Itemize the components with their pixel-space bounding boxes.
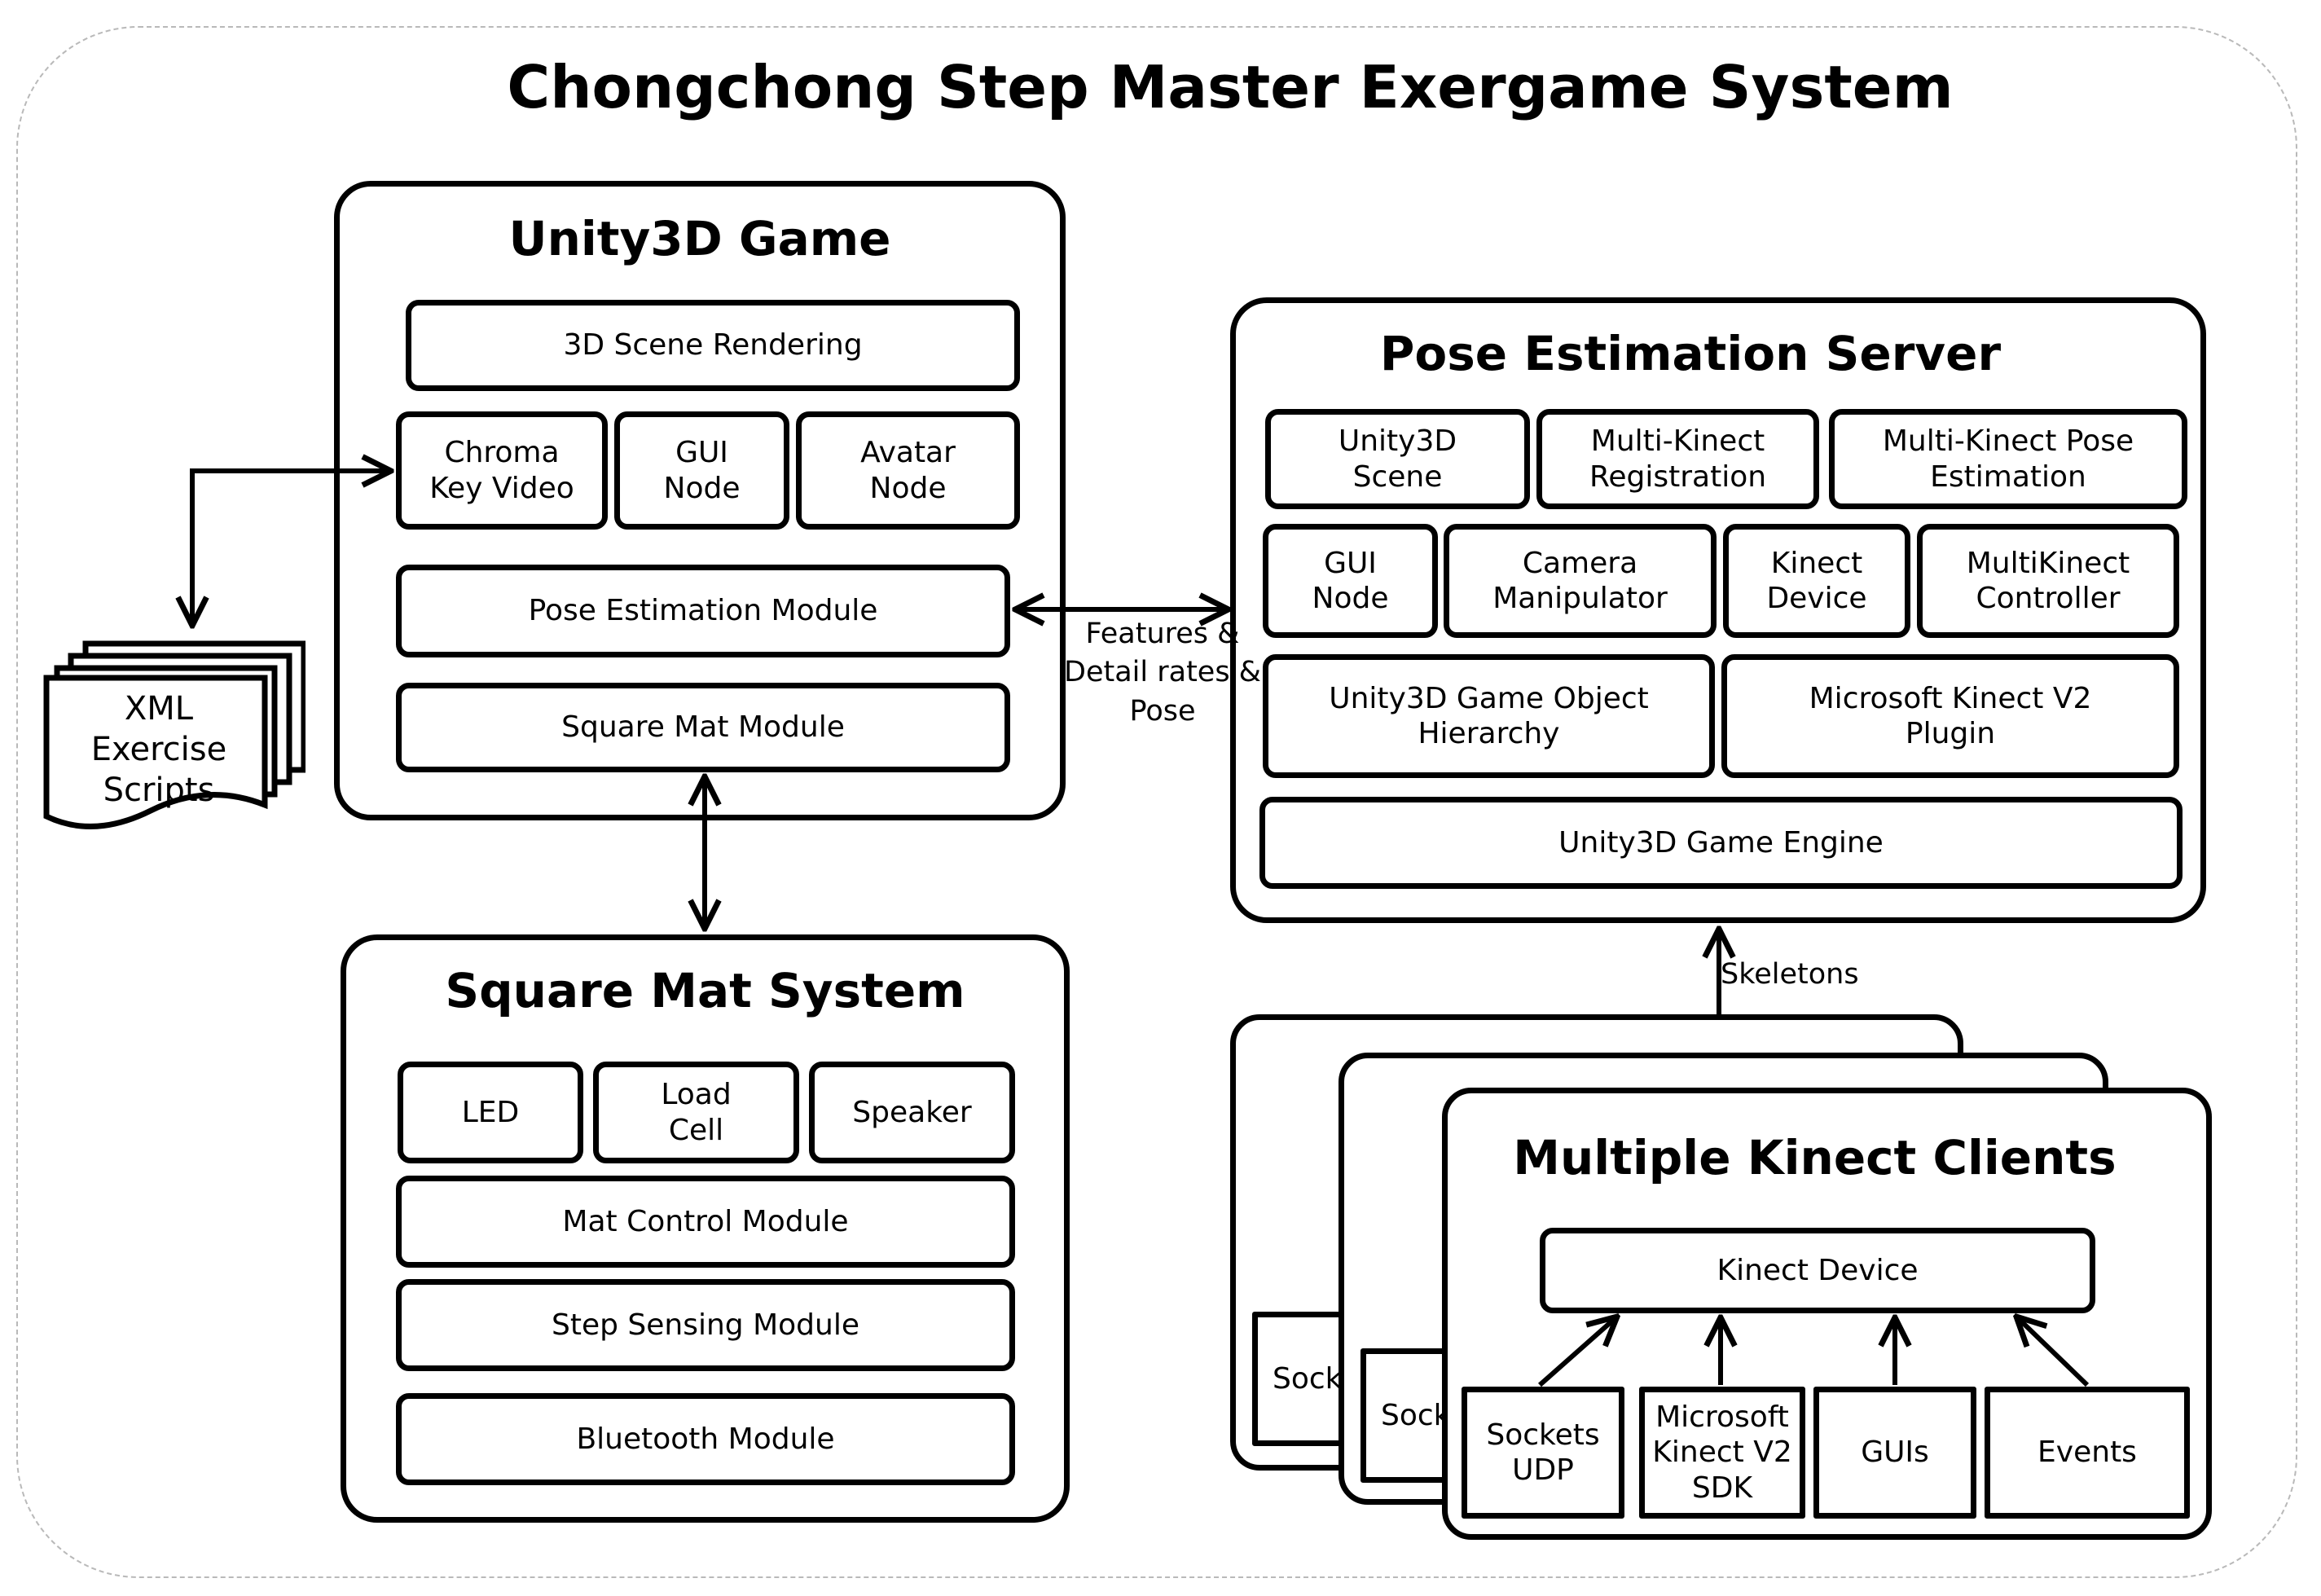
scene-rendering-label: 3D Scene Rendering bbox=[563, 328, 863, 363]
pose-server-title: Pose Estimation Server bbox=[1379, 326, 2002, 381]
server-gui-node-label: GUI Node bbox=[1312, 546, 1389, 615]
camera-manipulator-label: Camera Manipulator bbox=[1492, 546, 1668, 615]
bluetooth-label: Bluetooth Module bbox=[576, 1422, 835, 1456]
square-mat-module-label: Square Mat Module bbox=[561, 710, 845, 745]
led-box: LED bbox=[398, 1062, 583, 1163]
mat-control-box: Mat Control Module bbox=[396, 1176, 1015, 1268]
square-mat-module-box: Square Mat Module bbox=[396, 683, 1010, 772]
step-sensing-box: Step Sensing Module bbox=[396, 1279, 1015, 1371]
speaker-box: Speaker bbox=[809, 1062, 1015, 1163]
mat-control-label: Mat Control Module bbox=[562, 1204, 849, 1238]
back-socket-label-2: Sock bbox=[1381, 1398, 1451, 1432]
back-socket-label-1: Sock bbox=[1273, 1361, 1343, 1396]
led-label: LED bbox=[461, 1095, 520, 1129]
multikinect-controller-label: MultiKinect Controller bbox=[1966, 546, 2130, 615]
unity3d-scene-box: Unity3D Scene bbox=[1265, 409, 1530, 509]
multi-kinect-registration-label: Multi-Kinect Registration bbox=[1589, 424, 1767, 494]
kinect-v2-plugin-label: Microsoft Kinect V2 Plugin bbox=[1809, 681, 2092, 750]
gui-node-label: GUI Node bbox=[663, 436, 741, 505]
step-sensing-label: Step Sensing Module bbox=[552, 1308, 859, 1342]
multi-kinect-pose-box: Multi-Kinect Pose Estimation bbox=[1829, 409, 2187, 509]
kinect-v2-plugin-box: Microsoft Kinect V2 Plugin bbox=[1721, 654, 2179, 778]
guis-box: GUIs bbox=[1813, 1387, 1976, 1519]
sockets-udp-label: Sockets UDP bbox=[1486, 1418, 1600, 1487]
events-label: Events bbox=[2037, 1436, 2137, 1470]
multi-kinect-pose-label: Multi-Kinect Pose Estimation bbox=[1882, 424, 2134, 494]
speaker-label: Speaker bbox=[852, 1095, 972, 1129]
events-to-kinect-arrow bbox=[2016, 1317, 2090, 1387]
load-cell-box: Load Cell bbox=[593, 1062, 799, 1163]
xml-to-chroma-arrow bbox=[192, 471, 391, 626]
server-kinect-device-label: Kinect Device bbox=[1766, 546, 1867, 615]
unity-game-title: Unity3D Game bbox=[508, 211, 891, 266]
game-object-hierarchy-box: Unity3D Game Object Hierarchy bbox=[1263, 654, 1715, 778]
game-object-hierarchy-label: Unity3D Game Object Hierarchy bbox=[1329, 681, 1649, 750]
sockets-udp-box: Sockets UDP bbox=[1462, 1387, 1624, 1519]
multikinect-controller-box: MultiKinect Controller bbox=[1917, 524, 2179, 638]
xml-scripts-document bbox=[43, 640, 306, 829]
kinect-sdk-label: Microsoft Kinect V2 SDK bbox=[1652, 1400, 1792, 1505]
avatar-node-box: Avatar Node bbox=[796, 411, 1020, 530]
sockets-to-kinect-arrow bbox=[1538, 1317, 1617, 1387]
game-engine-label: Unity3D Game Engine bbox=[1558, 825, 1884, 860]
camera-manipulator-box: Camera Manipulator bbox=[1444, 524, 1717, 638]
events-box: Events bbox=[1985, 1387, 2190, 1519]
gui-node-box: GUI Node bbox=[614, 411, 789, 530]
scene-rendering-box: 3D Scene Rendering bbox=[406, 300, 1020, 391]
square-mat-title: Square Mat System bbox=[445, 963, 965, 1018]
chroma-key-video-box: Chroma Key Video bbox=[396, 411, 608, 530]
unity3d-scene-label: Unity3D Scene bbox=[1338, 424, 1457, 494]
guis-label: GUIs bbox=[1861, 1436, 1929, 1470]
server-kinect-device-box: Kinect Device bbox=[1723, 524, 1910, 638]
kinect-clients-title: Multiple Kinect Clients bbox=[1513, 1130, 2117, 1185]
server-gui-node-box: GUI Node bbox=[1263, 524, 1438, 638]
kinect-sdk-box: Microsoft Kinect V2 SDK bbox=[1639, 1387, 1805, 1519]
load-cell-label: Load Cell bbox=[661, 1078, 732, 1147]
pose-estimation-module-box: Pose Estimation Module bbox=[396, 565, 1010, 657]
chroma-key-video-label: Chroma Key Video bbox=[429, 436, 574, 505]
pose-estimation-module-label: Pose Estimation Module bbox=[528, 594, 878, 628]
game-engine-box: Unity3D Game Engine bbox=[1259, 797, 2183, 889]
multi-kinect-registration-box: Multi-Kinect Registration bbox=[1536, 409, 1819, 509]
bluetooth-box: Bluetooth Module bbox=[396, 1393, 1015, 1485]
skeletons-edge-label: Skeletons bbox=[1721, 958, 1859, 991]
avatar-node-label: Avatar Node bbox=[860, 436, 956, 505]
client-kinect-device-box: Kinect Device bbox=[1540, 1228, 2095, 1313]
page-title: Chongchong Step Master Exergame System bbox=[507, 53, 1954, 121]
client-kinect-device-label: Kinect Device bbox=[1717, 1253, 1919, 1287]
xml-scripts-label: XML Exercise Scripts bbox=[90, 690, 227, 809]
